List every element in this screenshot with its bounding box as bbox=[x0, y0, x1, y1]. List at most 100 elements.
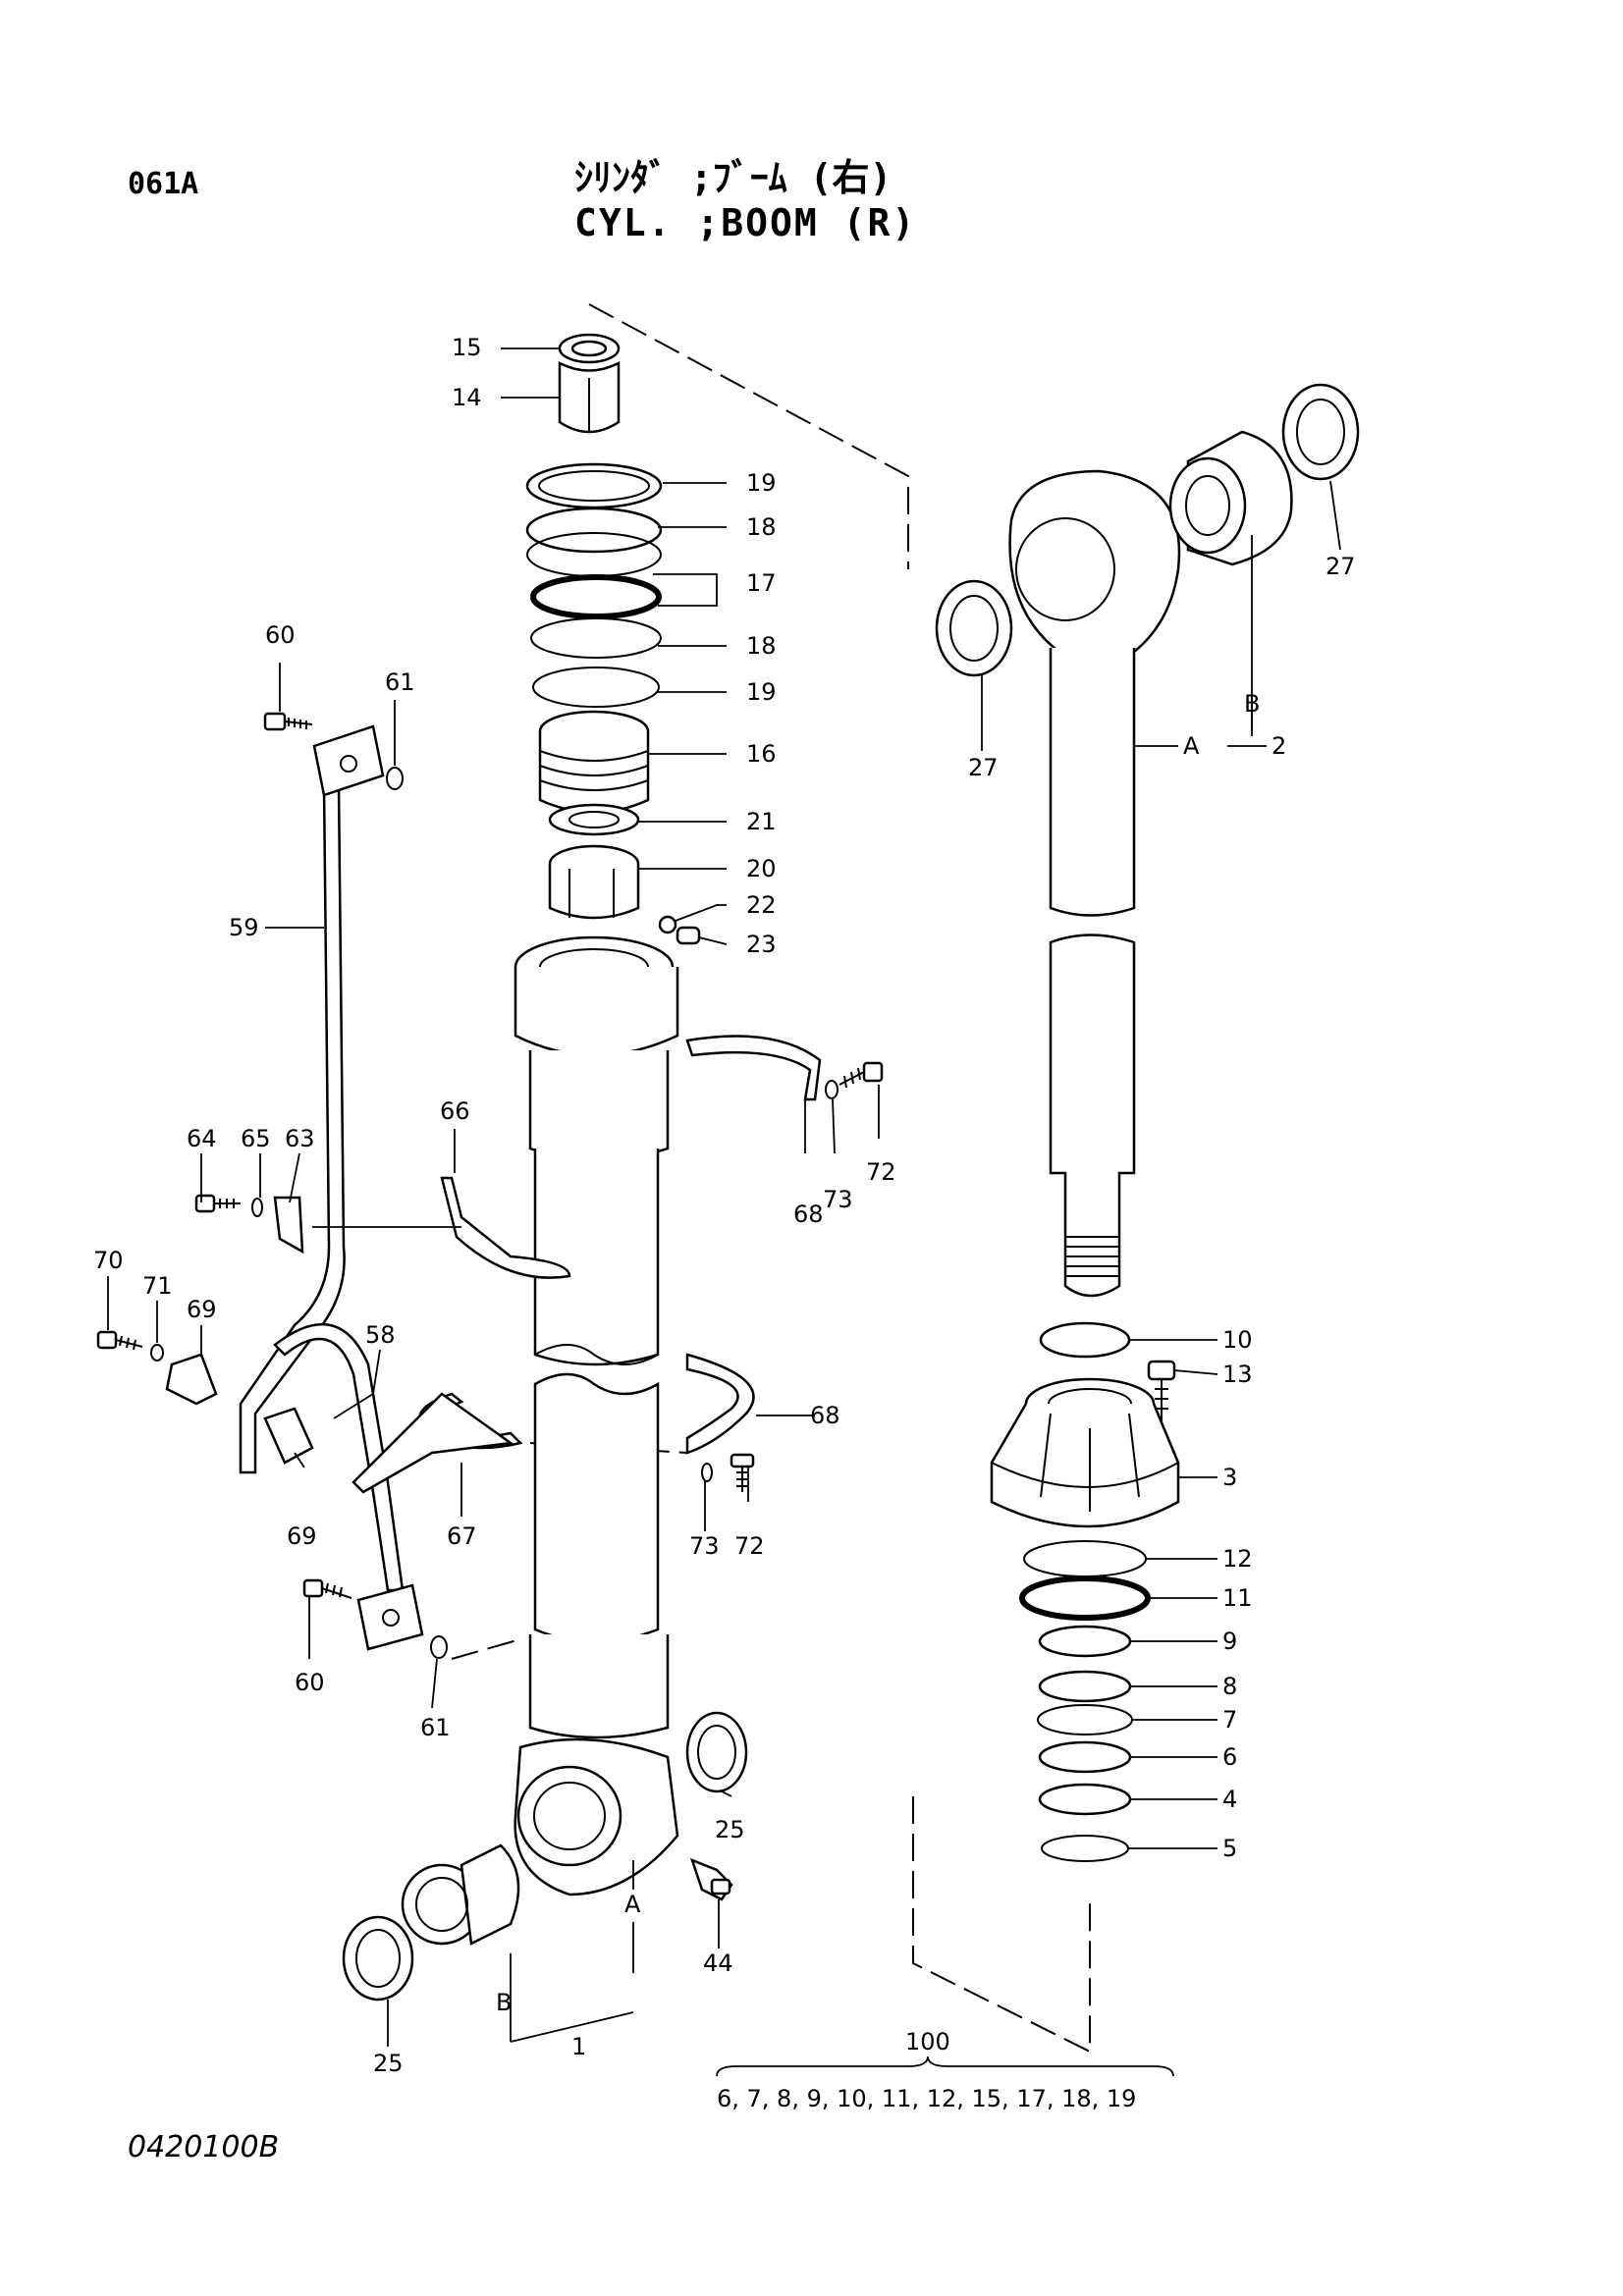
callout-label: 66 bbox=[440, 1097, 470, 1125]
callout-label: 1 bbox=[571, 2033, 586, 2060]
callout-label: 25 bbox=[373, 2050, 404, 2077]
callout-label: 61 bbox=[385, 668, 415, 696]
page-code: 061A bbox=[128, 167, 199, 201]
callout-label: 60 bbox=[265, 621, 296, 649]
callout-label: B bbox=[1244, 690, 1260, 718]
drawing-number: 0420100B bbox=[128, 2130, 280, 2164]
callout-label: 58 bbox=[365, 1321, 396, 1349]
bolt-60-top bbox=[263, 712, 313, 731]
callout-label: 68 bbox=[793, 1201, 824, 1228]
bushing-left-B bbox=[401, 1843, 520, 1946]
callout-label: 63 bbox=[285, 1125, 315, 1152]
ball-22 bbox=[658, 915, 677, 934]
callout-label: 70 bbox=[93, 1247, 124, 1274]
ring-10 bbox=[1039, 1321, 1131, 1359]
callout-label: 64 bbox=[187, 1125, 217, 1152]
callout-label: 20 bbox=[746, 855, 777, 882]
callout-label: 60 bbox=[295, 1669, 325, 1696]
piston-16 bbox=[538, 710, 650, 814]
callout-label: A bbox=[1183, 732, 1200, 760]
bolt-72-upper bbox=[839, 1061, 884, 1089]
clamp-69-left bbox=[165, 1353, 218, 1406]
callout-label: 5 bbox=[1222, 1835, 1237, 1862]
bolt-72-lower bbox=[730, 1453, 755, 1492]
washer-71 bbox=[150, 1344, 164, 1362]
clamp-69-mid bbox=[263, 1407, 314, 1465]
callout-label: 4 bbox=[1222, 1786, 1237, 1813]
callout-labels: 15 14 19 18 17 18 19 16 21 20 22 23 60 6… bbox=[93, 334, 1356, 2077]
o-ring-61-bottom bbox=[430, 1635, 448, 1659]
callout-label: 69 bbox=[187, 1296, 217, 1323]
piston-rod-2 bbox=[1008, 469, 1181, 1298]
callout-label: 18 bbox=[746, 513, 777, 541]
callout-label: 73 bbox=[823, 1186, 853, 1213]
cylinder-head-3 bbox=[990, 1377, 1180, 1528]
grease-fitting-44 bbox=[689, 1857, 733, 1901]
washer-73-lower bbox=[701, 1463, 713, 1482]
nut-20 bbox=[548, 844, 640, 920]
callout-label: 19 bbox=[746, 469, 777, 497]
callout-label: 2 bbox=[1271, 732, 1286, 760]
callout-label: 72 bbox=[866, 1158, 896, 1186]
bolt-60-bottom bbox=[302, 1578, 352, 1599]
cylinder-tube bbox=[514, 935, 679, 1896]
o-ring-61-top bbox=[386, 767, 404, 790]
callout-label: B bbox=[496, 1989, 512, 2016]
bracket-67 bbox=[352, 1392, 514, 1494]
dust-seal-27-lower bbox=[935, 579, 1013, 677]
washer-21 bbox=[548, 803, 640, 836]
bushing-14 bbox=[558, 360, 621, 434]
callout-label: 9 bbox=[1222, 1628, 1237, 1655]
callout-label: 44 bbox=[703, 1949, 733, 1977]
head-seals bbox=[1019, 1540, 1151, 1862]
callout-label: 27 bbox=[1325, 553, 1356, 580]
seal-rings bbox=[525, 462, 663, 708]
callout-label: 17 bbox=[746, 569, 777, 597]
callout-label: 23 bbox=[746, 931, 777, 958]
dust-seal-27-upper bbox=[1281, 383, 1360, 481]
leader-lines bbox=[107, 347, 1341, 2077]
washer-73-upper bbox=[825, 1080, 839, 1099]
callout-label: 3 bbox=[1222, 1464, 1237, 1491]
callout-label: 73 bbox=[689, 1532, 720, 1560]
clamp-66 bbox=[440, 1176, 571, 1279]
kit-number: 100 bbox=[905, 2028, 950, 2056]
callout-label: 18 bbox=[746, 632, 777, 660]
title-japanese: ｼﾘﾝﾀﾞ ;ﾌﾞｰﾑ (右) bbox=[574, 156, 893, 199]
callout-label: 19 bbox=[746, 678, 777, 706]
callout-label: 72 bbox=[734, 1532, 765, 1560]
callout-label: 65 bbox=[241, 1125, 271, 1152]
assembly-guide-line bbox=[451, 1638, 521, 1660]
dust-seal-25-right bbox=[685, 1711, 748, 1793]
callout-label: 8 bbox=[1222, 1673, 1237, 1700]
callout-label: 12 bbox=[1222, 1545, 1253, 1573]
callout-label: 7 bbox=[1222, 1706, 1237, 1734]
callout-label: 13 bbox=[1222, 1361, 1253, 1388]
clamp-63 bbox=[273, 1196, 304, 1255]
hose-58 bbox=[273, 1322, 405, 1592]
callout-label: 68 bbox=[810, 1402, 840, 1429]
assembly-guide-line bbox=[912, 1796, 1091, 2054]
callout-label: 21 bbox=[746, 808, 777, 835]
clamp-68-upper bbox=[685, 1035, 822, 1101]
callout-label: 14 bbox=[452, 384, 482, 411]
callout-label: A bbox=[624, 1891, 641, 1918]
callout-label: 25 bbox=[715, 1816, 745, 1843]
flange-bottom bbox=[356, 1583, 424, 1651]
dust-seal-25-left bbox=[342, 1915, 414, 2002]
callout-label: 59 bbox=[229, 914, 259, 941]
assembly-guide-line bbox=[588, 303, 909, 569]
kit-contents: 6, 7, 8, 9, 10, 11, 12, 15, 17, 18, 19 bbox=[717, 2085, 1136, 2112]
callout-label: 11 bbox=[1222, 1584, 1253, 1612]
callout-label: 15 bbox=[452, 334, 482, 361]
callout-label: 69 bbox=[287, 1522, 317, 1550]
callout-label: 27 bbox=[968, 754, 999, 781]
bushing-right-B bbox=[1168, 430, 1293, 566]
title-english: CYL. ;BOOM (R) bbox=[574, 201, 917, 244]
hose-59 bbox=[239, 783, 346, 1474]
callout-label: 10 bbox=[1222, 1326, 1253, 1354]
washer-65 bbox=[251, 1198, 263, 1217]
bolt-70 bbox=[96, 1330, 143, 1351]
bolt-64 bbox=[194, 1194, 241, 1213]
